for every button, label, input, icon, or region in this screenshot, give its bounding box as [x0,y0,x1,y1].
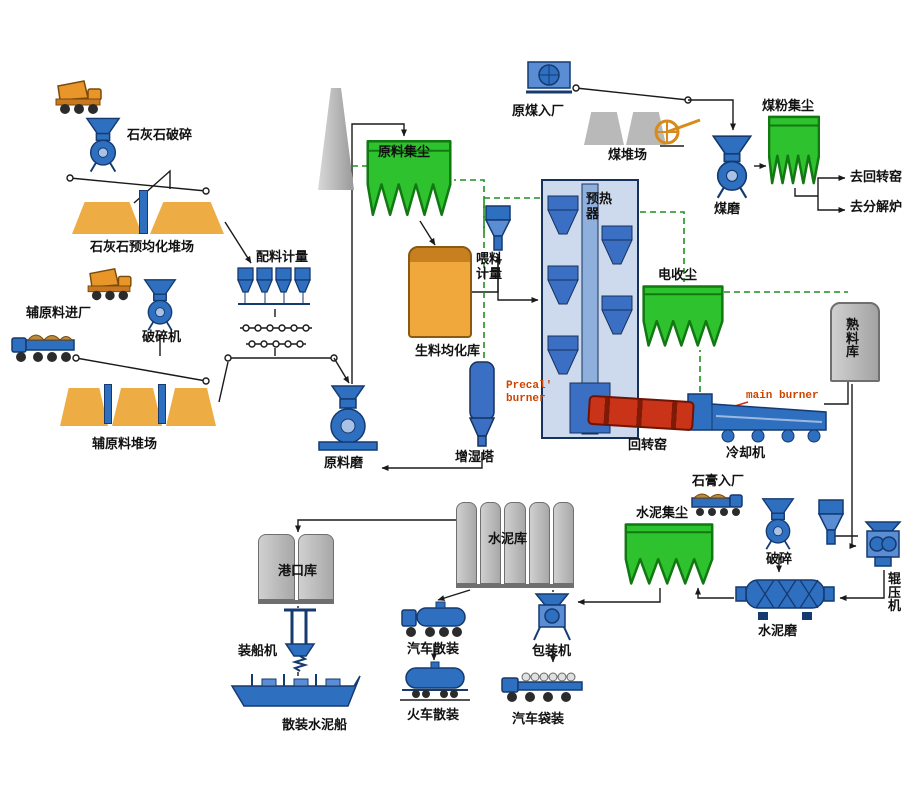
flatbed-truck-icon [10,324,78,368]
label-limestone-yard: 石灰石预均化堆场 [90,239,195,254]
dump-truck-icon [80,266,138,304]
clinker-silo-icon [830,302,880,382]
label-cement-dust: 水泥集尘 [636,505,689,520]
coal-dust-collector [768,114,820,186]
gypsum-truck-icon [690,488,750,520]
limestone-pile [72,202,142,234]
stacker-mast [104,384,112,424]
aux-material-pile [112,388,162,426]
packing-machine-icon [524,592,580,644]
label-raw-meal-silo: 生料均化库 [415,343,481,358]
coal-tippler-icon [524,58,574,98]
limestone-crusher-icon [84,116,122,174]
label-truck-bulk: 汽车散装 [407,641,460,656]
label-coal-dust: 煤粉集尘 [762,98,815,113]
label-coal-mill: 煤磨 [714,201,741,216]
label-raw-coal-entry: 原煤入厂 [512,103,565,118]
bulk-tanker-truck-icon [400,598,470,642]
stacker-mast [139,190,148,234]
label-to-calciner: 去分解炉 [850,199,903,214]
label-humidifier-tower: 增湿塔 [455,449,495,464]
label-cooler: 冷却机 [726,445,766,460]
raw-meal-blending-silo [408,246,472,338]
port-silo-bank [258,534,334,604]
rotary-kiln-icon [587,394,695,432]
bulk-train-car-icon [400,660,470,704]
electrostatic-precipitator [642,284,724,348]
cement-dust-collector [624,522,714,586]
label-clinker-silo: 熟料库 [846,317,860,360]
coal-pile [584,112,624,145]
label-gypsum-entry: 石膏入厂 [692,473,745,488]
label-aux-material-entry: 辅原料进厂 [26,305,92,320]
raw-mill-icon [316,384,380,454]
label-truck-bagged: 汽车袋装 [512,711,565,726]
label-to-rotary-kiln: 去回转窑 [850,169,903,184]
label-crusher-machine: 破碎机 [142,329,182,344]
label-rotary-kiln: 回转窑 [628,437,668,452]
label-port-silo: 港口库 [278,563,318,578]
silo-compartment [456,502,478,584]
gas-flow-lines [350,165,848,392]
cement-silo-bank [456,502,575,588]
silo-compartment [528,502,550,584]
bucket-wheel-reclaimer-icon [654,112,704,150]
roller-press-icon [858,520,908,570]
silo-compartment [480,502,502,584]
ship-loader-icon [274,608,326,672]
bulk-cement-ship-icon [228,670,362,714]
label-packing-machine: 包装机 [532,643,572,658]
silo-compartment [258,534,295,600]
label-preheater: 预热器 [586,191,613,221]
aux-material-pile [166,388,216,426]
label-precal-burner: Precal' burner [506,380,553,405]
label-raw-material-dust: 原料集尘 [378,144,431,159]
label-batching-metering: 配料计量 [256,249,309,264]
label-roller-press: 辊压机 [888,571,902,614]
cement-ball-mill-icon [734,572,836,624]
aux-material-pile [60,388,108,426]
label-raw-mill: 原料磨 [324,455,364,470]
limestone-pile [150,202,224,234]
label-train-bulk: 火车散装 [407,707,460,722]
label-feed-metering: 喂料计量 [476,251,503,281]
label-cement-silo: 水泥库 [488,531,528,546]
label-coal-yard: 煤堆场 [608,147,648,162]
label-esp: 电收尘 [658,267,698,282]
material-flow-lines [66,84,885,676]
silo-compartment [297,534,334,600]
label-ship-loader: 装船机 [238,643,278,658]
coal-mill-icon [710,132,754,202]
label-aux-material-yard: 辅原料堆场 [92,436,158,451]
silo-compartment [552,502,575,584]
label-gypsum-crushing: 破碎 [766,551,793,566]
silo-compartment [504,502,526,584]
aux-crusher-icon [142,278,178,332]
humidifier-tower-icon [466,360,498,450]
batching-bins-icon [236,266,312,308]
bagged-cement-truck-icon [500,662,586,708]
feed-hopper-icon [814,498,848,548]
label-limestone-crushing: 石灰石破碎 [127,127,193,142]
feed-metering-hopper [482,204,514,254]
raw-dust-collector [366,138,452,218]
stacker-mast [158,384,166,424]
label-bulk-cement-ship: 散装水泥船 [282,717,348,732]
dump-truck-icon [48,78,108,118]
gypsum-crusher-icon [760,496,796,552]
label-cement-mill: 水泥磨 [758,623,798,638]
label-main-burner: main burner [746,390,819,402]
